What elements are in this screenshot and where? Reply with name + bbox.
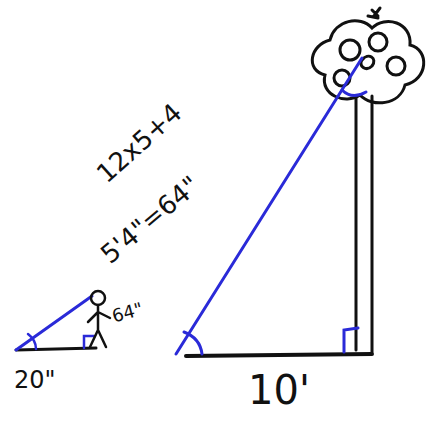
tree-crown xyxy=(312,8,423,103)
conversion-note: 5'4"=64" xyxy=(96,171,204,267)
angle-arc xyxy=(28,334,36,349)
angle-arc xyxy=(342,90,366,96)
tree-trunk xyxy=(356,96,372,352)
tree-shadow-line xyxy=(186,354,372,356)
sun-ray-line xyxy=(16,296,92,350)
sun-ray-line xyxy=(176,58,362,354)
right-angle-marker xyxy=(344,328,358,352)
shadow-dimension: 20" xyxy=(14,368,56,392)
height-dimension: 64" xyxy=(110,300,145,325)
person-figure xyxy=(88,291,110,347)
calculation-note: 12x5+4 xyxy=(92,99,186,187)
angle-arc xyxy=(184,332,202,354)
shadow-dimension: 10' xyxy=(248,370,310,410)
